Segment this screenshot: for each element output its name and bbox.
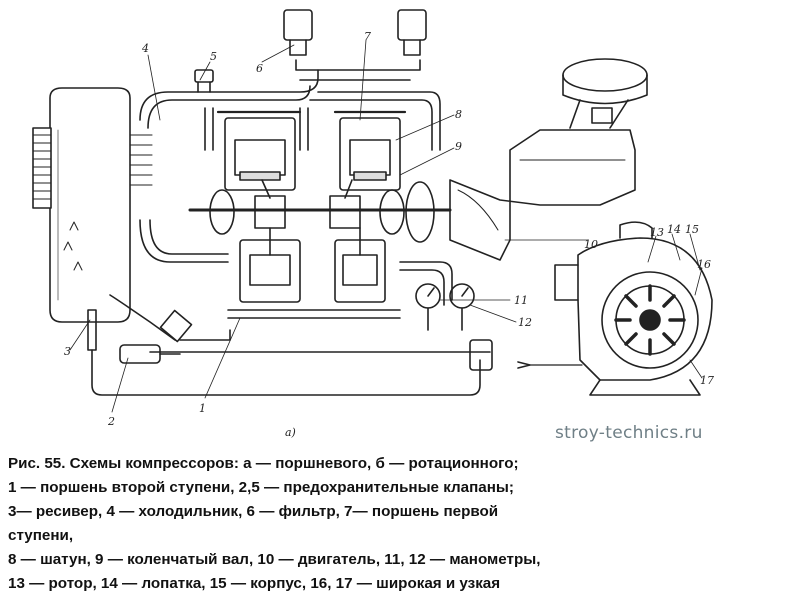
receiver [49,87,131,351]
crankshaft [188,179,452,243]
label-13: 13 [650,226,664,239]
lower-pipes [91,219,491,396]
label-6: 6 [256,62,263,75]
label-11: 11 [514,294,528,307]
label-7: 7 [364,30,371,43]
lower-cylinders [227,227,401,319]
compressor-schematic: 1 2 3 4 5 6 7 8 9 10 11 12 13 14 15 16 1… [32,9,714,439]
figure-labels: 1 2 3 4 5 6 7 8 9 10 11 12 13 14 15 16 1… [64,30,714,439]
label-16: 16 [697,258,711,271]
label-10: 10 [584,238,598,251]
figure-caption: Рис. 55. Схемы компрессоров: а — поршнев… [8,452,792,596]
label-1: 1 [199,402,206,415]
watermark-text: stroy-technics.ru [555,423,703,443]
caption-line: 8 — шатун, 9 — коленчатый вал, 10 — двиг… [8,551,541,568]
label-9: 9 [455,140,462,153]
label-4: 4 [141,42,149,55]
caption-line: 3— ресивер, 4 — холодильник, 6 — фильтр,… [8,503,499,520]
motor [449,58,648,261]
label-12: 12 [518,316,532,329]
filters [283,9,427,56]
cooler [32,127,153,209]
manometers [415,283,475,331]
upper-pipes [139,59,441,151]
label-8: 8 [455,108,462,121]
label-5: 5 [210,50,217,63]
leader-lines [69,39,703,413]
label-14: 14 [667,223,681,236]
caption-line: ступени, [8,527,74,544]
upper-cylinders [216,110,407,191]
caption-line: 1 — поршень второй ступени, 2,5 — предох… [8,479,514,496]
safety-valves [119,69,493,371]
subfigure-label: a) [285,426,296,439]
label-3: 3 [64,345,71,358]
label-17: 17 [700,374,714,387]
rotary-compressor [517,221,713,396]
label-15: 15 [685,223,699,236]
caption-line: 13 — ротор, 14 — лопатка, 15 — корпус, 1… [8,575,501,592]
caption-line: Рис. 55. Схемы компрессоров: а — поршнев… [8,455,519,472]
label-2: 2 [107,415,115,428]
